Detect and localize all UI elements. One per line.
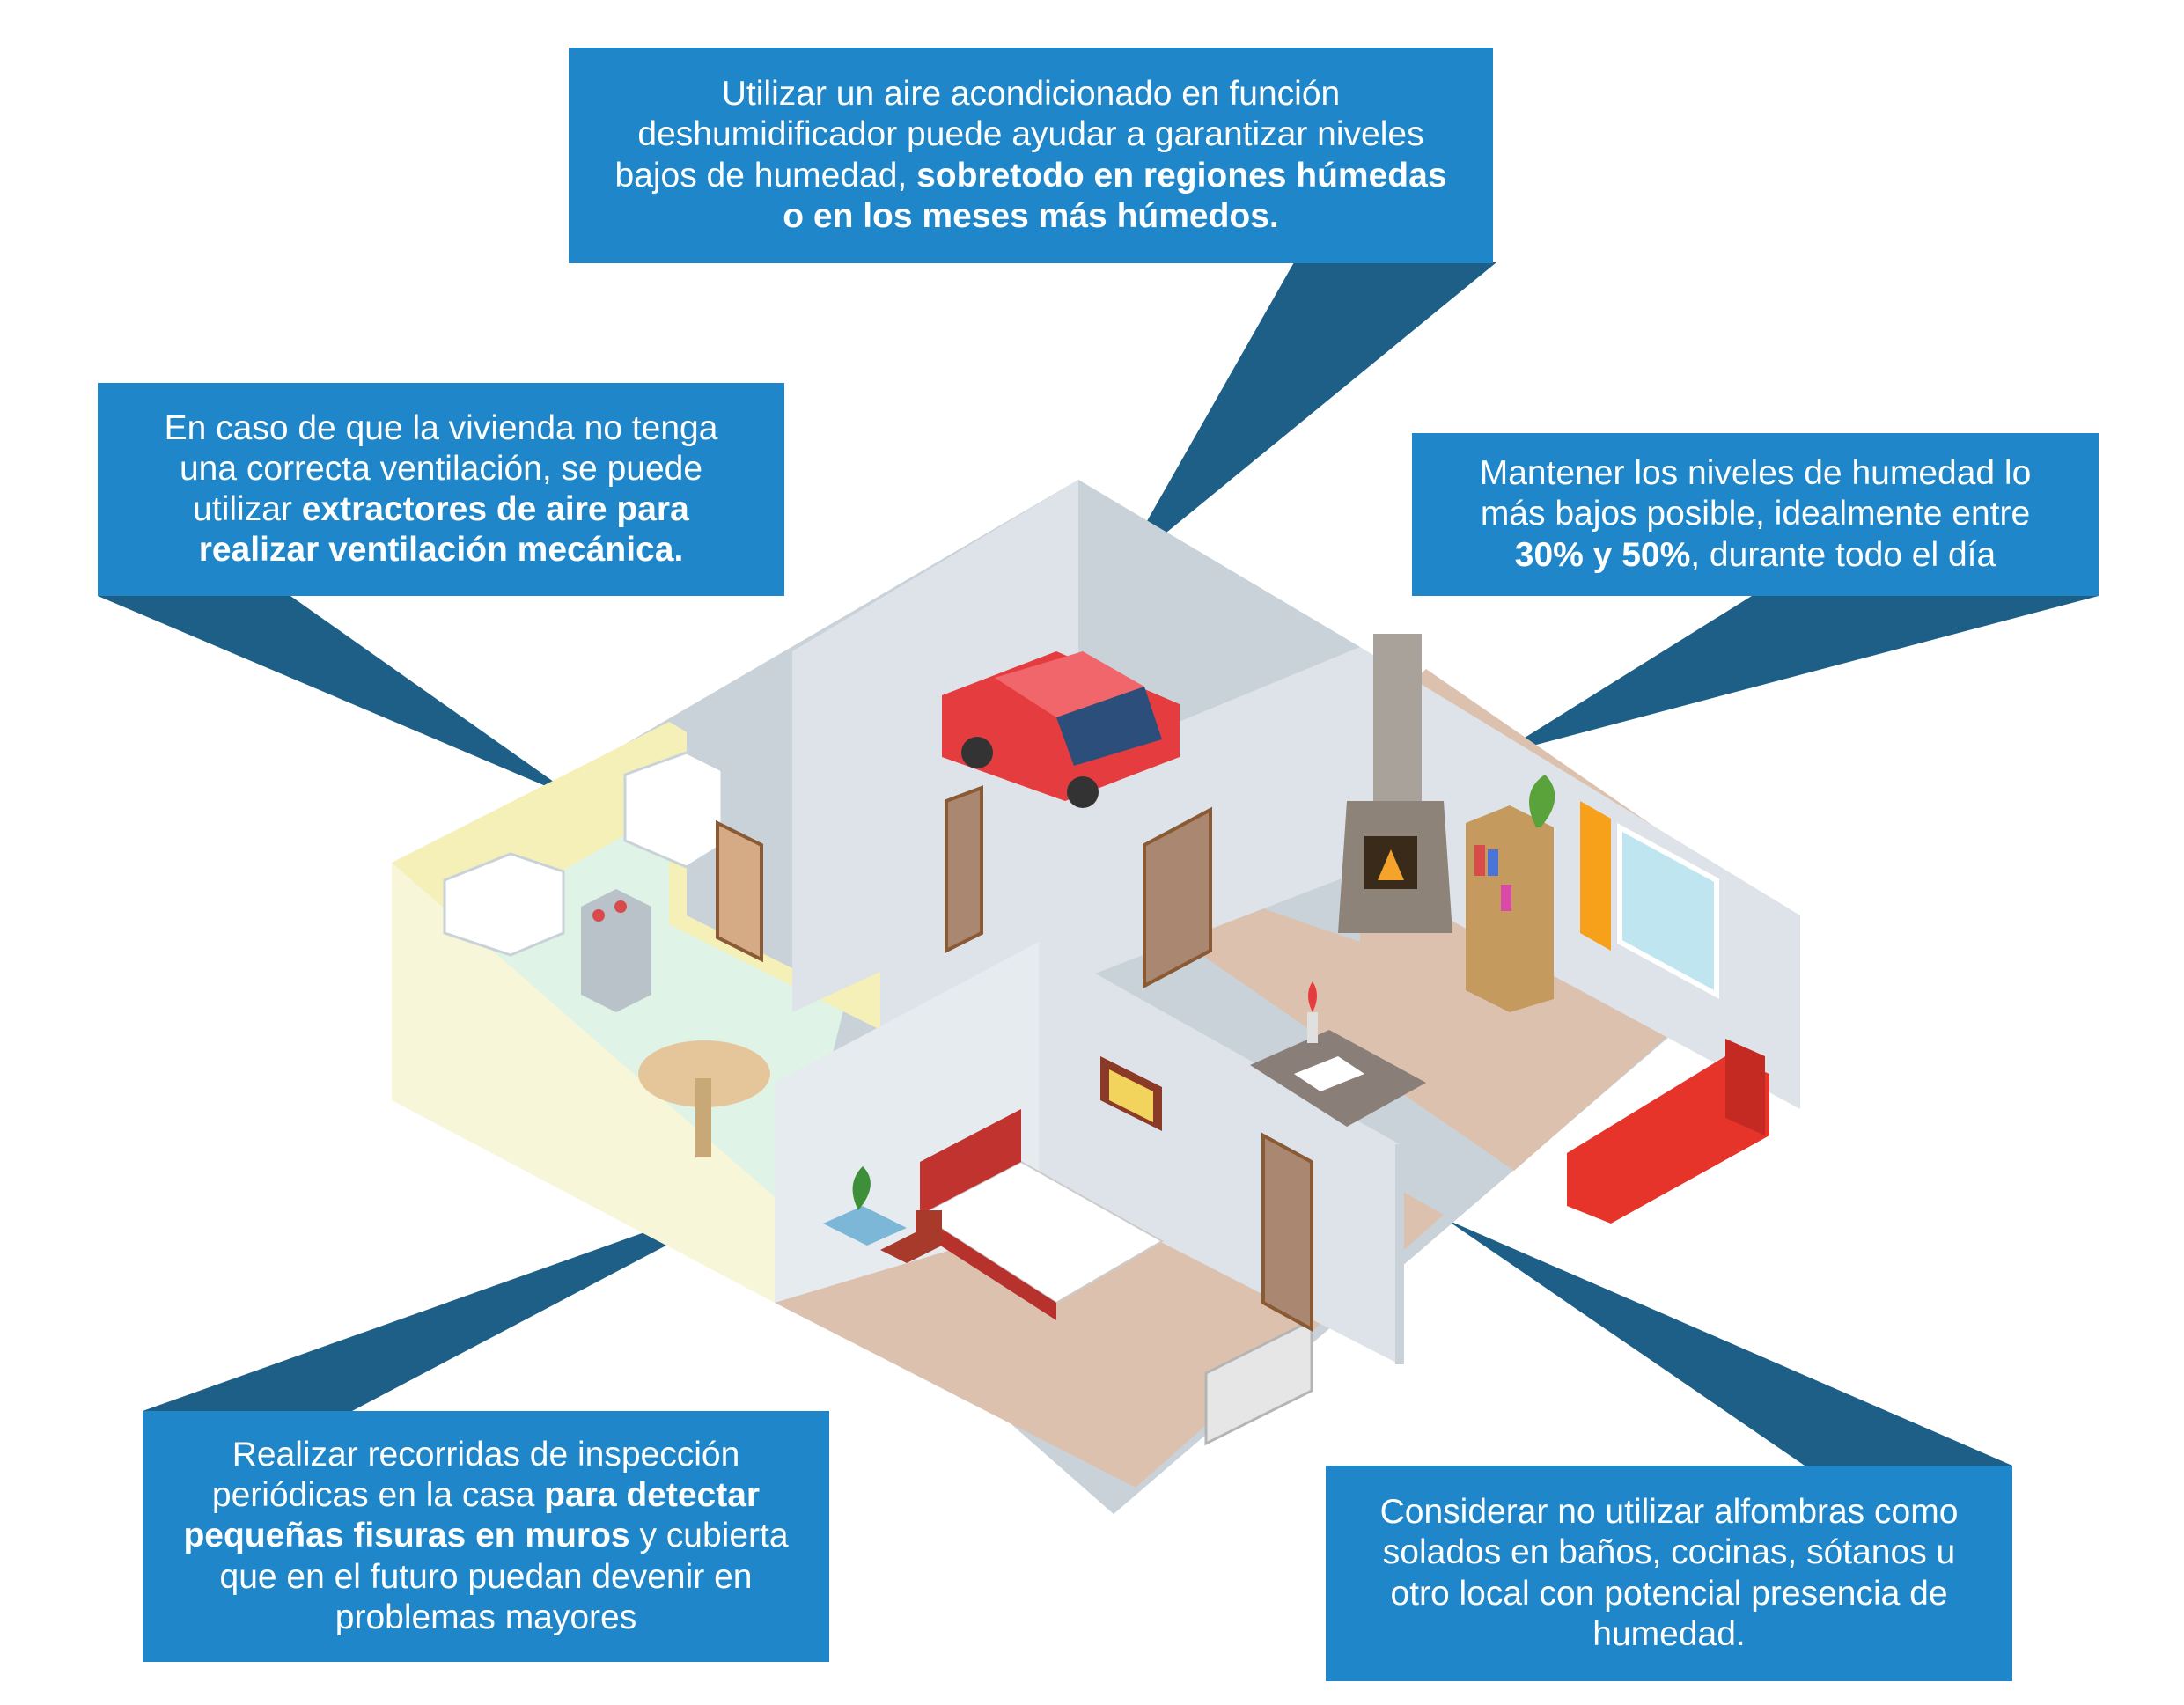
callout-inspection: Realizar recorridas de inspección periód… — [143, 1411, 829, 1662]
callout-carpets: Considerar no utilizar alfombras como so… — [1326, 1466, 2012, 1681]
chair-icon — [880, 1210, 942, 1263]
callout-humidity-levels: Mantener los niveles de humedad lo más b… — [1412, 433, 2099, 596]
sofa-icon — [1567, 1039, 1769, 1224]
callout-pointer-left — [98, 596, 581, 801]
callout-ventilation: En caso de que la vivienda no tenga una … — [98, 383, 784, 596]
bed-icon — [918, 1109, 1165, 1320]
callout-pointer-bottom-right — [1445, 1219, 2012, 1466]
callout-pointer-top — [1118, 262, 1496, 572]
callout-ventilation-text: En caso de que la vivienda no tenga una … — [164, 408, 718, 570]
kitchen-table-icon — [638, 1040, 770, 1157]
kitchen-cabinet-icon — [443, 751, 724, 957]
radiator-icon — [1204, 1318, 1313, 1446]
callout-dehumidifier: Utilizar un aire acondicionado en funció… — [569, 48, 1493, 263]
callout-carpets-text: Considerar no utilizar alfombras como so… — [1379, 1493, 1959, 1653]
bookshelf-icon — [1466, 805, 1554, 1012]
callout-pointer-right — [1496, 596, 2099, 755]
plant-icon — [1529, 775, 1555, 827]
callout-dehumidifier-text: Utilizar un aire acondicionado en funció… — [614, 75, 1447, 235]
stove-icon — [581, 889, 651, 1012]
window-icon — [1580, 801, 1719, 1000]
picture-frame-icon — [1100, 1056, 1162, 1131]
fireplace-icon — [1338, 634, 1452, 933]
callout-humidity-levels-text: Mantener los niveles de humedad lo más b… — [1479, 454, 2032, 574]
callout-inspection-text: Realizar recorridas de inspección periód… — [183, 1436, 789, 1636]
table-icon — [1250, 981, 1426, 1127]
car-icon — [942, 651, 1180, 808]
callout-pointer-bottom-left — [143, 1181, 788, 1411]
bedside-table-icon — [823, 1166, 907, 1246]
door-icons — [716, 785, 1313, 1333]
